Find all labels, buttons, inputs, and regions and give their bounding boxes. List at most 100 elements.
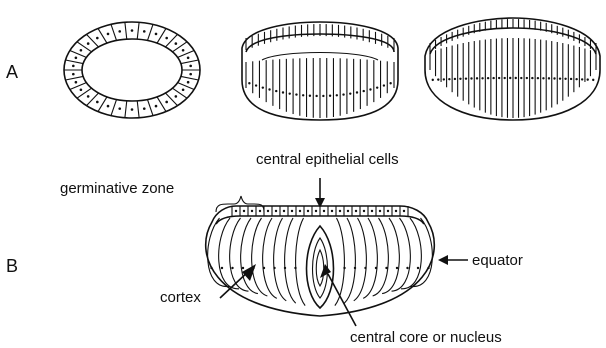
cell-nucleus: [309, 95, 311, 97]
cell-nucleus: [581, 78, 583, 80]
cortex-fiber: [296, 218, 306, 306]
cortex-fiber: [263, 218, 277, 298]
panel-a-letter: A: [6, 62, 18, 82]
germinative-zone-label: germinative zone: [60, 180, 174, 197]
cell-nucleus: [242, 267, 244, 269]
cell-nucleus: [476, 77, 478, 79]
cell-nucleus: [165, 101, 168, 104]
equator-arrow: [438, 255, 468, 265]
cell-nucleus: [443, 78, 445, 80]
cell-nucleus: [376, 86, 378, 88]
cell-nucleus: [371, 210, 373, 212]
cell-nucleus: [291, 210, 293, 212]
cell-nucleus: [356, 91, 358, 93]
cell-nucleus: [432, 79, 434, 81]
cell-nucleus: [526, 77, 528, 79]
cell-nucleus: [315, 210, 317, 212]
cell-nucleus: [387, 210, 389, 212]
cell-nucleus: [343, 267, 345, 269]
cell-nucleus: [364, 267, 366, 269]
cell-nucleus: [107, 105, 110, 108]
cell-nucleus: [487, 77, 489, 79]
cell-nucleus: [235, 210, 237, 212]
cell-nucleus: [175, 95, 178, 98]
vesicle-cell-wall: [125, 101, 127, 118]
vesicle-cell-wall: [98, 97, 107, 112]
cell-nucleus: [268, 88, 270, 90]
cell-nucleus: [515, 77, 517, 79]
vesicle-cell-wall: [157, 28, 166, 43]
vesicle-cell-wall: [178, 50, 194, 57]
cell-nucleus: [118, 30, 121, 33]
cell-nucleus: [363, 210, 365, 212]
cell-nucleus: [498, 77, 500, 79]
cell-nucleus: [283, 210, 285, 212]
vesicle-cell-wall: [65, 76, 83, 80]
cell-nucleus: [322, 95, 324, 97]
cell-nucleus: [118, 107, 121, 110]
cell-nucleus: [210, 267, 212, 269]
cell-nucleus: [294, 267, 296, 269]
cell-nucleus: [492, 77, 494, 79]
cell-nucleus: [72, 73, 75, 76]
cell-nucleus: [131, 108, 134, 111]
cell-nucleus: [363, 90, 365, 92]
vesicle-cell-wall: [157, 97, 166, 112]
cell-nucleus: [302, 94, 304, 96]
vesicle-cell-wall: [125, 22, 127, 39]
cell-nucleus: [96, 37, 99, 40]
cell-nucleus: [80, 88, 83, 91]
cell-nucleus: [182, 49, 185, 52]
cell-nucleus: [459, 78, 461, 80]
cell-nucleus: [454, 78, 456, 80]
cell-nucleus: [470, 77, 472, 79]
cell-nucleus: [87, 42, 90, 45]
cell-nucleus: [448, 78, 450, 80]
cell-nucleus: [342, 93, 344, 95]
cell-nucleus: [221, 267, 223, 269]
cell-nucleus: [80, 49, 83, 52]
cell-nucleus: [96, 101, 99, 104]
cell-nucleus: [395, 210, 397, 212]
panel-b-letter: B: [6, 256, 18, 276]
cortex-fiber: [363, 218, 377, 298]
cell-nucleus: [417, 267, 419, 269]
cell-nucleus: [189, 65, 192, 68]
vesicle-cell-wall: [181, 60, 199, 64]
cell-nucleus: [72, 65, 75, 68]
cell-nucleus: [248, 82, 250, 84]
cell-nucleus: [553, 77, 555, 79]
cell-nucleus: [354, 267, 356, 269]
cell-nucleus: [531, 77, 533, 79]
cell-nucleus: [465, 77, 467, 79]
cortex-fiber: [252, 218, 268, 296]
cell-nucleus: [406, 267, 408, 269]
cell-nucleus: [375, 267, 377, 269]
cell-nucleus: [587, 78, 589, 80]
cell-nucleus: [131, 29, 134, 32]
cell-nucleus: [231, 267, 233, 269]
cell-nucleus: [403, 210, 405, 212]
cortex-fiber: [285, 218, 296, 303]
vesicle-cell-wall: [111, 24, 117, 40]
cell-nucleus: [355, 210, 357, 212]
cell-nucleus: [323, 210, 325, 212]
vesicle-cell-wall: [181, 76, 199, 80]
vesicle-cell-wall: [165, 93, 177, 106]
cell-nucleus: [369, 88, 371, 90]
cell-nucleus: [336, 94, 338, 96]
cell-nucleus: [275, 90, 277, 92]
cell-nucleus: [509, 77, 511, 79]
cell-nucleus: [383, 84, 385, 86]
cortex-fiber: [219, 218, 239, 289]
cell-nucleus: [187, 56, 190, 59]
cell-nucleus: [349, 92, 351, 94]
vesicle-cell-wall: [165, 34, 177, 47]
cell-nucleus: [592, 79, 594, 81]
cell-nucleus: [155, 33, 158, 36]
vesicle-cell-wall: [137, 101, 139, 118]
cell-nucleus: [175, 42, 178, 45]
cell-nucleus: [273, 267, 275, 269]
cell-nucleus: [542, 77, 544, 79]
